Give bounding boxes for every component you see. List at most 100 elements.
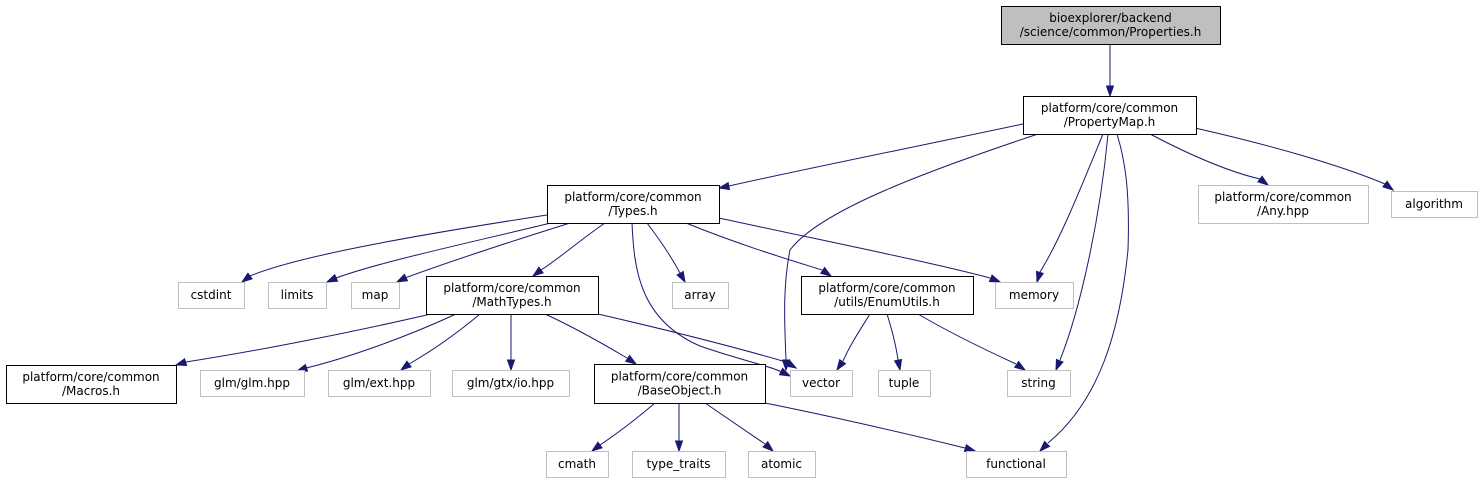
edge-arrowhead (674, 440, 684, 453)
node-vector: vector (790, 370, 853, 397)
edge-line (1149, 133, 1261, 180)
dependency-edge (718, 217, 1002, 283)
node-label: glm/gtx/io.hpp (467, 376, 554, 390)
dependency-edge (674, 403, 684, 453)
node-box (1198, 185, 1369, 224)
edge-line (1194, 127, 1386, 185)
dependency-edge (836, 313, 871, 372)
node-types-h[interactable]: platform/core/common/Types.h (547, 185, 720, 224)
dependency-edge (395, 222, 571, 283)
node-box (547, 185, 720, 224)
node-box (1007, 370, 1071, 397)
node-label: functional (986, 457, 1046, 471)
edge-line (917, 313, 1017, 365)
node-type-traits: type_traits (632, 451, 726, 478)
edge-arrowhead (1105, 85, 1115, 98)
edge-arrowhead (778, 367, 792, 377)
edge-arrowhead (506, 359, 516, 372)
dependency-edge (325, 221, 556, 283)
node-label: atomic (761, 457, 802, 471)
edge-line (599, 402, 656, 446)
node-label: memory (1009, 288, 1059, 302)
node-box (1001, 6, 1221, 45)
node-box (878, 370, 931, 397)
node-enumutils-h[interactable]: platform/core/common/utils/EnumUtils.h (801, 276, 974, 315)
node-label: platform/core/common (818, 281, 955, 295)
edge-line (404, 222, 571, 279)
node-label: array (684, 288, 715, 302)
node-label: tuple (889, 376, 920, 390)
node-functional: functional (966, 451, 1067, 478)
edge-arrowhead (395, 273, 409, 283)
node-label: platform/core/common (1214, 190, 1351, 204)
node-label: vector (802, 376, 840, 390)
node-label: map (362, 288, 389, 302)
edge-line (544, 313, 628, 359)
node-memory: memory (995, 282, 1074, 309)
edge-line (718, 217, 991, 279)
edge-arrowhead (174, 357, 188, 367)
dependency-edge (174, 313, 432, 367)
node-properties-h[interactable]: bioexplorer/backend/science/common/Prope… (1001, 6, 1221, 45)
node-label: /MathTypes.h (472, 295, 551, 309)
node-label: glm/glm.hpp (214, 376, 290, 390)
dependency-edge (781, 133, 1039, 372)
node-box (995, 282, 1074, 309)
dependency-edge (704, 402, 775, 452)
edge-line (728, 123, 1024, 187)
dependency-edge (1038, 133, 1129, 453)
dependency-edge (685, 222, 833, 277)
edge-line (408, 313, 481, 365)
edge-line (1047, 133, 1129, 444)
node-string: string (1007, 370, 1071, 397)
node-box (790, 370, 853, 397)
node-box (632, 451, 726, 478)
node-array: array (672, 282, 729, 309)
node-box (200, 370, 305, 397)
edge-line (842, 313, 871, 362)
node-label: platform/core/common (611, 370, 748, 384)
edge-line (597, 313, 787, 363)
node-label: /PropertyMap.h (1064, 115, 1156, 129)
node-label: /Macros.h (62, 384, 120, 398)
node-box (1023, 96, 1197, 135)
node-label: /Types.h (608, 204, 657, 218)
node-glm-hpp: glm/glm.hpp (200, 370, 305, 397)
dependency-edge (646, 222, 686, 284)
edge-arrowhead (399, 360, 412, 371)
edge-arrowhead (1038, 440, 1051, 453)
node-label: glm/ext.hpp (343, 376, 415, 390)
edges-layer (174, 44, 1395, 453)
node-box (426, 276, 599, 315)
dependency-edge (597, 313, 798, 369)
node-mathtypes-h[interactable]: platform/core/common/MathTypes.h (426, 276, 599, 315)
node-limits: limits (268, 282, 327, 309)
edge-line (704, 402, 766, 445)
node-macros-h[interactable]: platform/core/common/Macros.h (6, 365, 177, 404)
node-box (6, 365, 177, 404)
edge-line (305, 313, 457, 369)
edge-line (646, 222, 681, 274)
node-atomic: atomic (748, 451, 816, 478)
edge-arrowhead (1257, 175, 1270, 186)
node-label: limits (281, 288, 314, 302)
dependency-edge (1105, 44, 1115, 98)
dependency-edge (1194, 127, 1395, 191)
node-box (351, 282, 400, 309)
edge-arrowhead (988, 274, 1002, 283)
edge-line (1059, 133, 1109, 361)
nodes-layer: bioexplorer/backend/science/common/Prope… (6, 6, 1478, 478)
node-label: /utils/EnumUtils.h (834, 295, 940, 309)
node-io-hpp: glm/gtx/io.hpp (452, 370, 570, 397)
node-box (966, 451, 1067, 478)
node-label: platform/core/common (22, 370, 159, 384)
edge-arrowhead (762, 440, 775, 452)
dependency-edge (295, 313, 457, 372)
node-propertymap-h[interactable]: platform/core/common/PropertyMap.h (1023, 96, 1197, 135)
dependency-edge (399, 313, 481, 371)
dependency-edge (764, 402, 977, 453)
node-box (594, 364, 766, 404)
node-box (328, 370, 431, 397)
dependency-edge (917, 313, 1027, 371)
node-baseobject-h[interactable]: platform/core/common/BaseObject.h (594, 364, 766, 404)
